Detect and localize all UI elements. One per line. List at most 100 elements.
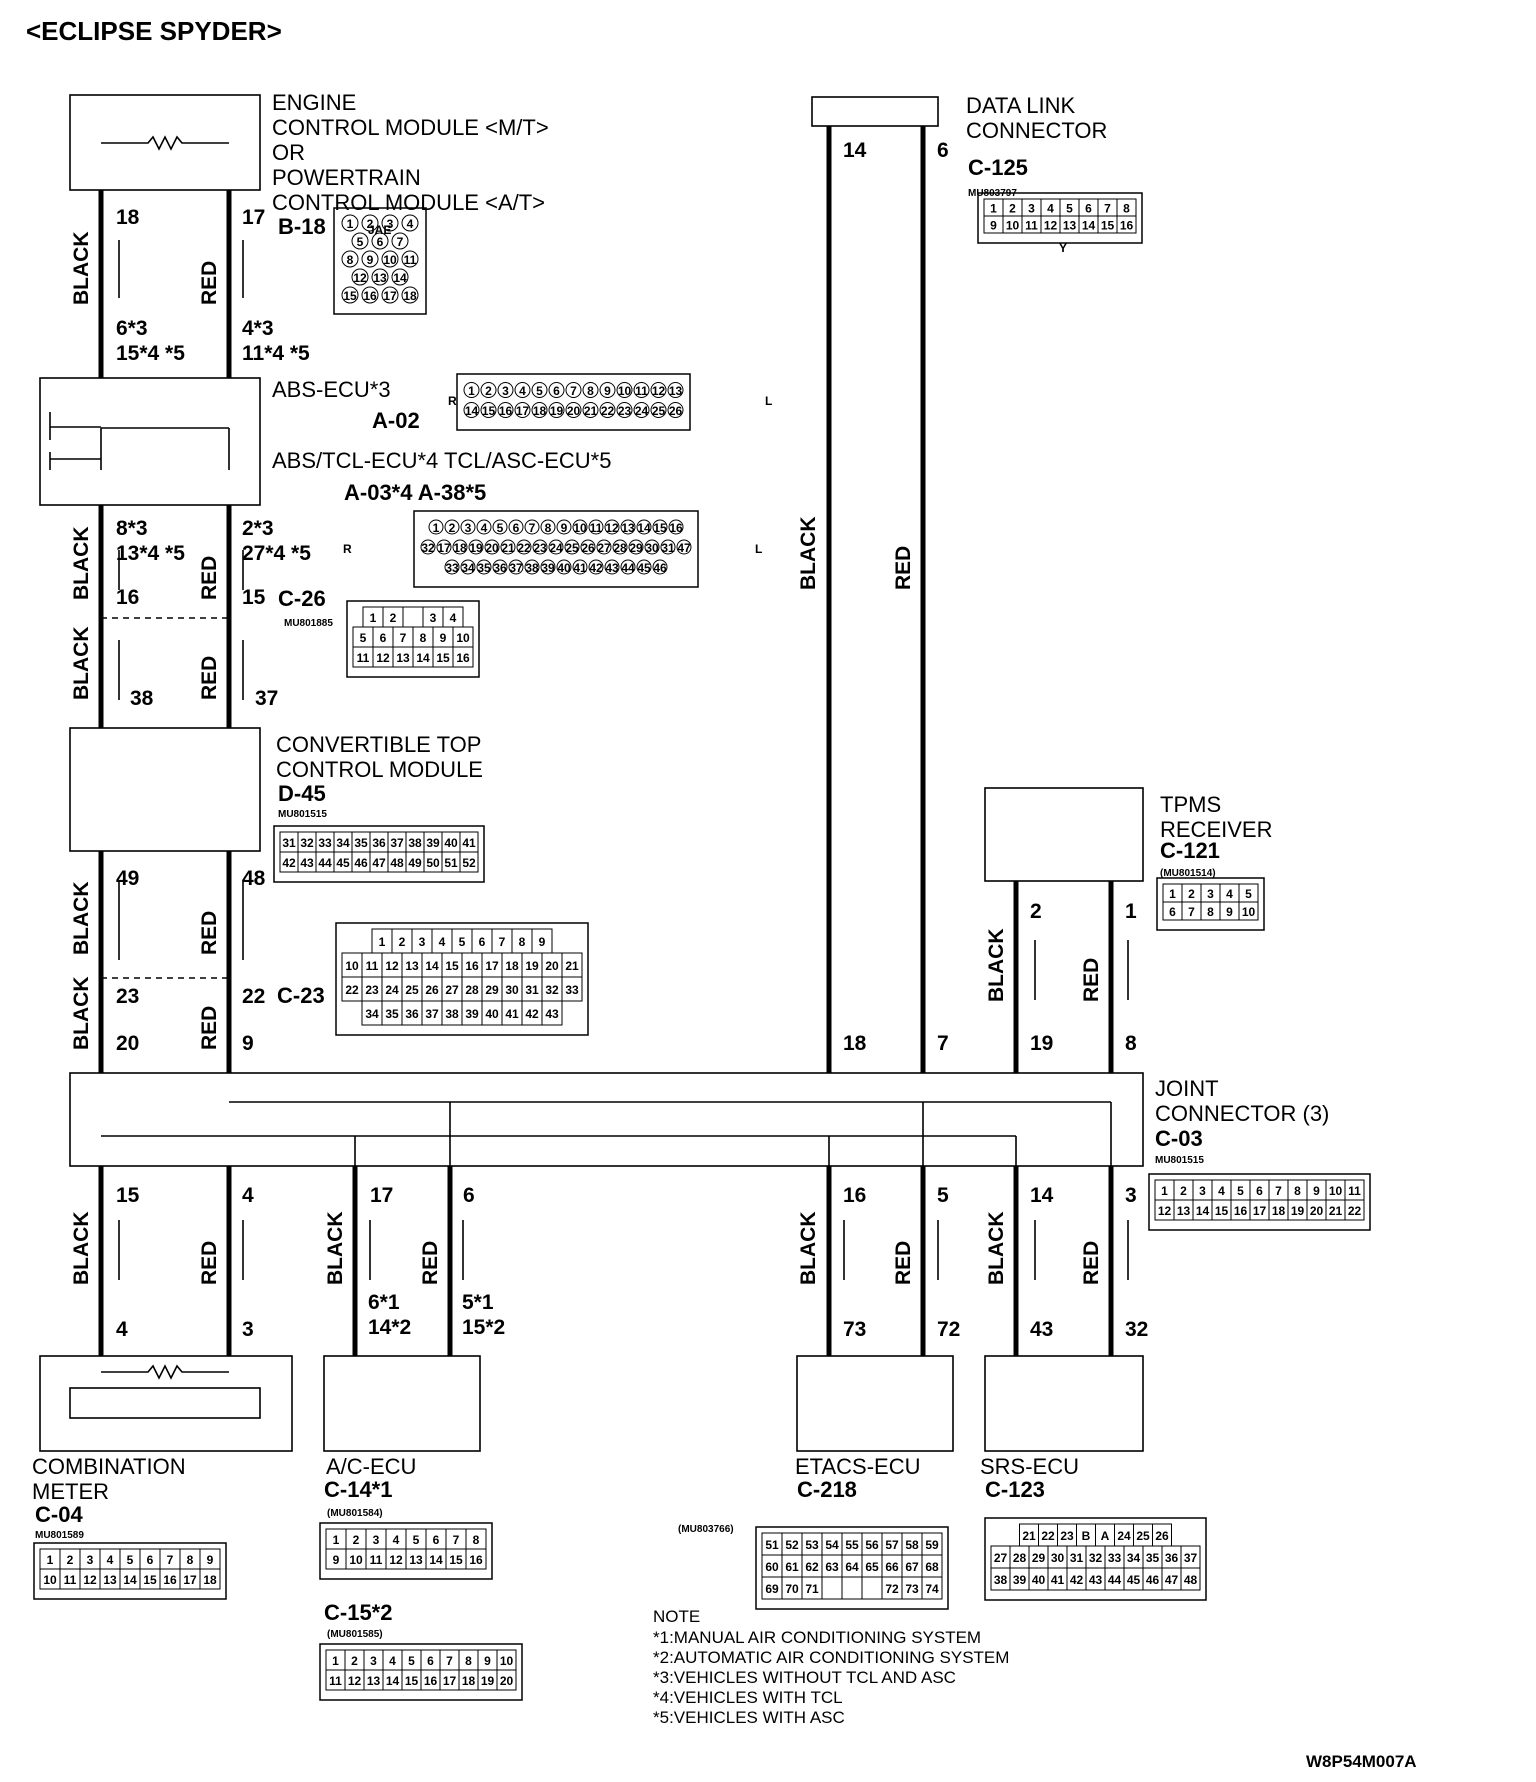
abs-box <box>39 377 261 506</box>
connector-pin-number: 6 <box>1085 202 1092 216</box>
connector-pin-number: 71 <box>805 1582 819 1596</box>
pin-jc-ac-red: 6 <box>463 1184 475 1207</box>
connector-pin-number: 40 <box>557 561 571 575</box>
connector-pin-number: 34 <box>461 561 475 575</box>
connector-pin-number: 7 <box>570 384 577 398</box>
pin-jc-dlc-black: 18 <box>843 1032 867 1055</box>
connector-cavity <box>532 539 548 555</box>
pin-srs-red: 32 <box>1125 1318 1148 1341</box>
connector-pin-number: 24 <box>1117 1529 1131 1543</box>
connector-cavity <box>572 519 588 535</box>
pin-jc-tpms-black: 19 <box>1030 1032 1053 1055</box>
connector-pin-number: 5 <box>1066 202 1073 216</box>
pin-abs-red-out-2: 27*4 *5 <box>242 542 311 565</box>
connector-pin-number: 13 <box>409 1553 423 1567</box>
wire-label-black: BLACK <box>70 1212 93 1286</box>
connector-pin-number: 5 <box>1237 1184 1244 1198</box>
connector-pin-number: 16 <box>499 404 513 418</box>
connector-outline <box>456 373 691 431</box>
connector-pin-number: 20 <box>567 404 581 418</box>
pin-c23-black-top: 23 <box>116 985 139 1008</box>
connector-pin-number: 2 <box>390 611 397 625</box>
connector-pin-number: 15 <box>653 521 667 535</box>
connector-pin-number: 13 <box>373 271 387 285</box>
connector-pin-number: 14 <box>416 651 430 665</box>
connector-pin-number: 22 <box>345 983 359 997</box>
pin-jc-ac-black: 17 <box>370 1184 393 1207</box>
connector-pin-number: 37 <box>509 561 523 575</box>
connector-pin-number: 12 <box>83 1573 97 1587</box>
meter-name-line2: METER <box>32 1479 109 1504</box>
connector-pin-number: 29 <box>1032 1551 1046 1565</box>
connector-cavity <box>921 1576 943 1600</box>
direction-arrows <box>118 240 1129 1280</box>
connector-pin-number: 17 <box>1253 1204 1267 1218</box>
connector-pin-number: 41 <box>505 1007 519 1021</box>
page-title: <ECLIPSE SPYDER> <box>26 16 282 46</box>
connector-pin-number: 8 <box>465 1654 472 1668</box>
connector-pin-number: 18 <box>1272 1204 1286 1218</box>
connector-pin-number: 34 <box>336 836 350 850</box>
connector-pin-number: 43 <box>545 1007 559 1021</box>
connector-pin-number: 18 <box>505 959 519 973</box>
connector-pin-number: 7 <box>529 521 536 535</box>
connector-cavity <box>582 402 599 418</box>
abs-connector-b: A-03*4 A-38*5 <box>344 480 486 505</box>
note-item-2: *2:AUTOMATIC AIR CONDITIONING SYSTEM <box>653 1648 1009 1667</box>
c26-part: MU801885 <box>284 618 333 629</box>
connector-pin-number: 33 <box>318 836 332 850</box>
connector-pin-number: 47 <box>372 856 386 870</box>
connector-cavity <box>492 559 508 575</box>
connector-pin-number: 31 <box>525 983 539 997</box>
connector-side-marker: R <box>343 542 352 556</box>
connector-pin-number: 12 <box>376 651 390 665</box>
connector-cavity <box>401 214 419 232</box>
connector-pin-number: 70 <box>785 1582 799 1596</box>
wire-label-black: BLACK <box>985 929 1008 1003</box>
joint-name-line2: CONNECTOR (3) <box>1155 1101 1329 1126</box>
connector-pin-number: 12 <box>348 1674 362 1688</box>
connector-pin-number: 46 <box>1146 1573 1160 1587</box>
connector-pin-number: 6 <box>147 1553 154 1567</box>
connector-pin-number: 9 <box>207 1553 214 1567</box>
connector-pin-number: 39 <box>465 1007 479 1021</box>
connector-pin-number: 53 <box>805 1538 819 1552</box>
connector-pin-number: 15 <box>405 1674 419 1688</box>
connector-pin-number: 31 <box>282 836 296 850</box>
connector-pin-number: 5 <box>360 631 367 645</box>
connector-cavity <box>341 250 359 268</box>
connector-outline <box>273 825 485 883</box>
connector-cavity <box>371 268 389 286</box>
connector-pin-number: 13 <box>103 1573 117 1587</box>
connector-cavity <box>459 851 479 873</box>
ecm-name: ENGINE CONTROL MODULE <M/T> OR POWERTRAI… <box>272 90 549 215</box>
connector-pin-number: 27 <box>445 983 459 997</box>
connector-cavity <box>514 382 531 398</box>
joint-name-line1: JOINT <box>1155 1076 1219 1101</box>
connector-pin-number: 16 <box>456 651 470 665</box>
connector-pin-number: 2 <box>1009 202 1016 216</box>
connector-cavity <box>599 402 616 418</box>
note-item-4: *4:VEHICLES WITH TCL <box>653 1688 843 1707</box>
connector-pin-number: 18 <box>453 541 467 555</box>
connector-pin-number: 21 <box>501 541 515 555</box>
connector-side-marker: L <box>765 394 772 408</box>
pin-c26-red-top: 15 <box>242 586 266 609</box>
connector-pin-number: 13 <box>396 651 410 665</box>
connector-cavity <box>548 382 565 398</box>
connector-cavity <box>428 519 444 535</box>
c26-connector-id: C-26 <box>278 586 326 611</box>
connector-pin-number: 9 <box>990 219 997 233</box>
connector-cavity <box>644 539 660 555</box>
connector-pin-number: 14 <box>393 271 407 285</box>
pin-etacs-black: 73 <box>843 1318 866 1341</box>
connector-pin-number: 7 <box>453 1533 460 1547</box>
connector-pin-number: 4 <box>407 217 414 231</box>
connector-pin-number: 3 <box>373 1533 380 1547</box>
connector-pin-number: 33 <box>565 983 579 997</box>
connector-pin-number: B <box>1082 1529 1091 1543</box>
